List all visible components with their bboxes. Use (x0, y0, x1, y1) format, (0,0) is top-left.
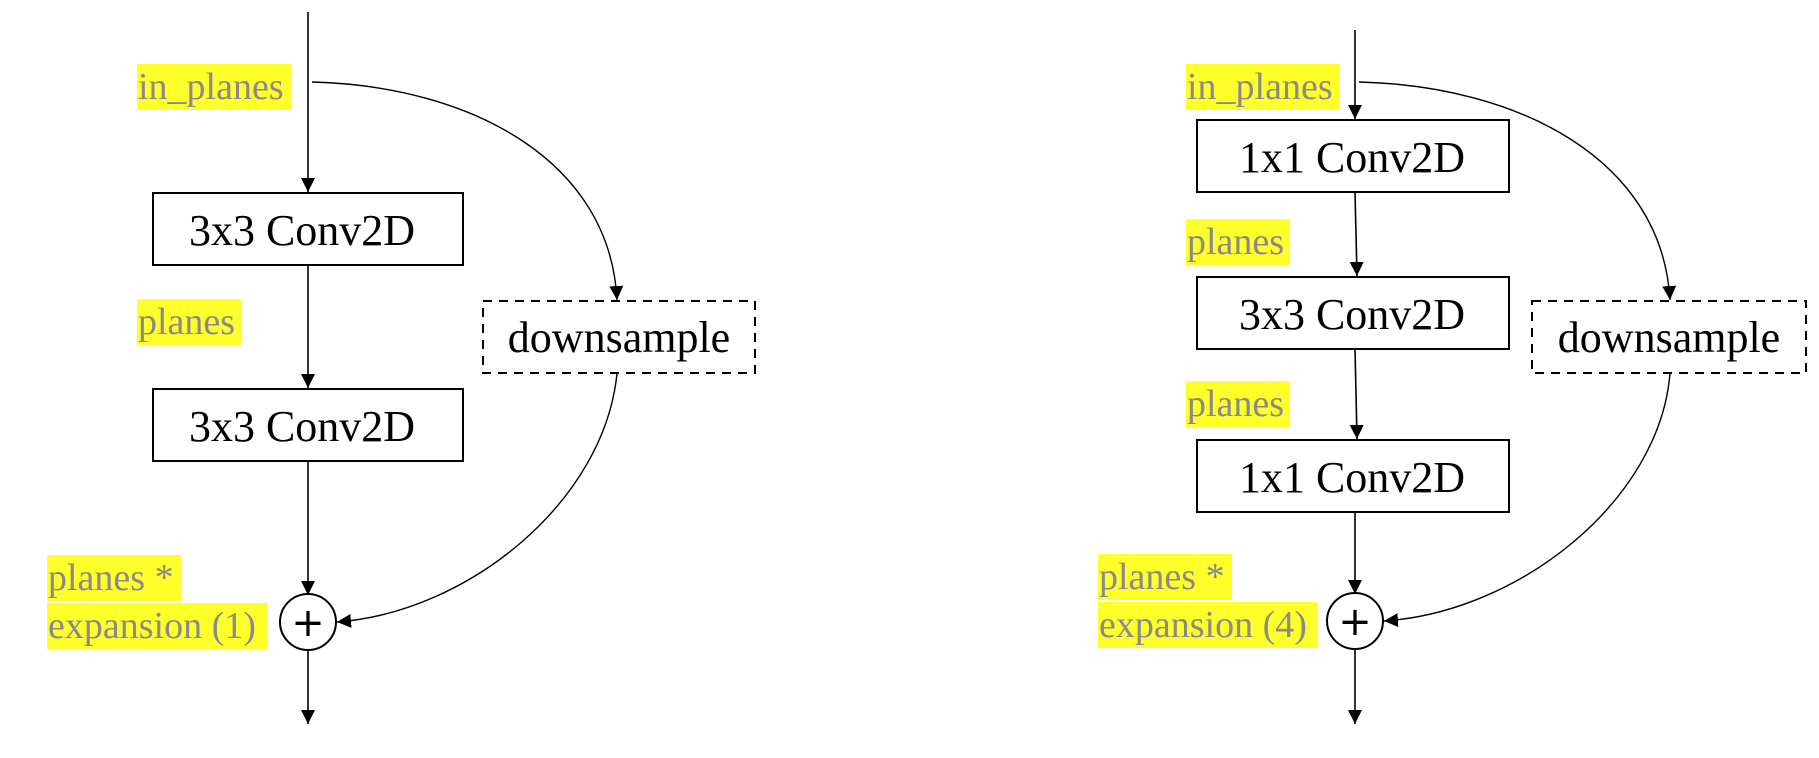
planes-highlight-right-2 (1186, 381, 1290, 427)
conv2-label-right: 3x3 Conv2D (1239, 290, 1465, 339)
in-planes-label-right: in_planes (1187, 66, 1333, 108)
basic-block-diagram: 3x3 Conv2D 3x3 Conv2D + downsample in_pl… (47, 12, 756, 724)
output-label-highlight-2 (47, 603, 267, 649)
planes-label: planes (138, 301, 235, 343)
downsample-label: downsample (508, 313, 730, 362)
in-planes-highlight-right (1186, 64, 1340, 110)
downsample-box (482, 300, 756, 374)
planes-label-right-1: planes (1187, 221, 1284, 263)
planes-label-right-2: planes (1187, 383, 1284, 425)
conv2-box (152, 388, 464, 462)
add-symbol: + (291, 600, 325, 646)
conv2-label: 3x3 Conv2D (189, 402, 415, 451)
output-label-line2: expansion (1) (48, 605, 256, 647)
downsample-label-right: downsample (1558, 313, 1780, 362)
output-label-highlight-right-1 (1098, 554, 1232, 600)
conv1-box-right (1196, 119, 1510, 193)
skip-edge-to-downsample-right (1358, 81, 1677, 301)
downsample-to-add-edge (336, 372, 618, 628)
skip-edge-to-downsample (311, 81, 624, 301)
conv1-to-conv2-edge-right (1349, 191, 1364, 277)
add-symbol-right: + (1338, 599, 1372, 645)
conv2-to-conv3-edge-right (1349, 348, 1364, 440)
output-label-highlight-right-2 (1098, 602, 1318, 648)
in-planes-label: in_planes (138, 66, 284, 108)
output-label-highlight-1 (47, 555, 181, 601)
conv1-label-right: 1x1 Conv2D (1239, 133, 1465, 182)
conv3-box-right (1196, 439, 1510, 513)
planes-highlight-right-1 (1186, 219, 1290, 265)
conv3-label-right: 1x1 Conv2D (1239, 453, 1465, 502)
conv2-box-right (1196, 276, 1510, 350)
downsample-to-add-edge-right (1383, 372, 1671, 628)
planes-highlight (137, 299, 241, 345)
downsample-box-right (1531, 300, 1807, 374)
conv1-box (152, 192, 464, 266)
output-label-line1: planes * (48, 557, 174, 599)
bottleneck-block-diagram: 1x1 Conv2D 3x3 Conv2D 1x1 Conv2D + downs… (1098, 30, 1807, 724)
output-label-line2-right: expansion (4) (1099, 604, 1307, 646)
conv1-label: 3x3 Conv2D (189, 206, 415, 255)
in-planes-highlight (137, 64, 291, 110)
output-label-line1-right: planes * (1099, 556, 1225, 598)
